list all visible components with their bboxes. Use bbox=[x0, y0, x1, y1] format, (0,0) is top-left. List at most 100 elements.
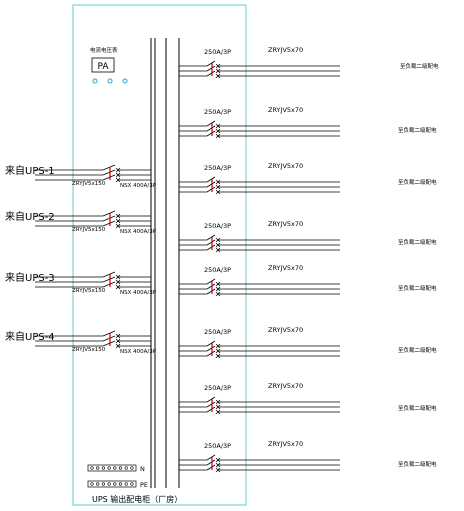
pe-busbar-strip bbox=[87, 480, 137, 488]
meter-lamp bbox=[122, 78, 128, 84]
output-cable-label: ZRYJV5x70 bbox=[268, 382, 303, 390]
meter-symbol: PA bbox=[97, 62, 109, 72]
output-feeder: 250A/3P ZRYJV5x70 至负载二级配电 bbox=[179, 382, 437, 415]
breaker-blade bbox=[206, 186, 216, 193]
terminal-dot bbox=[113, 466, 117, 470]
terminal-dot bbox=[124, 466, 128, 470]
pe-busbar-label: PE bbox=[140, 481, 148, 489]
input-feeder: 来自UPS-4 ZRYJV5x150 NSX 400A/3P bbox=[5, 330, 157, 355]
output-cable-label: ZRYJV5x70 bbox=[268, 46, 303, 54]
contact-mark bbox=[215, 467, 221, 473]
terminal-dot bbox=[118, 466, 123, 470]
contact-mark bbox=[115, 177, 121, 183]
contact-mark bbox=[115, 279, 121, 285]
output-feeder: 250A/3P ZRYJV5x70 至负载二级配电 bbox=[179, 326, 437, 359]
meter-box bbox=[91, 57, 115, 73]
input-cable-label: ZRYJV5x150 bbox=[72, 347, 106, 353]
input-cable-label: ZRYJV5x150 bbox=[72, 227, 106, 233]
breaker-blade bbox=[206, 288, 216, 295]
breaker-blade bbox=[206, 120, 216, 127]
contact-mark bbox=[215, 237, 221, 243]
contact-mark bbox=[215, 133, 221, 139]
contact-mark bbox=[215, 123, 221, 129]
breaker-blade bbox=[102, 169, 116, 176]
output-cable-label: ZRYJV5x70 bbox=[268, 326, 303, 334]
contact-mark bbox=[115, 213, 121, 219]
input-breaker-label: NSX 400A/3P bbox=[120, 290, 157, 296]
breaker-blade bbox=[206, 244, 216, 251]
terminal-dot bbox=[96, 482, 100, 486]
output-destination-label: 至负载二级配电 bbox=[398, 178, 437, 186]
contact-mark bbox=[215, 63, 221, 69]
output-feeder: 250A/3P ZRYJV5x70 至负载二级配电 bbox=[179, 264, 437, 297]
breaker-blade bbox=[206, 65, 216, 72]
contact-mark bbox=[215, 184, 221, 190]
breaker-blade bbox=[206, 130, 216, 137]
contact-mark bbox=[215, 399, 221, 405]
breaker-blade bbox=[206, 181, 216, 188]
contact-mark bbox=[115, 338, 121, 344]
breaker-blade bbox=[206, 350, 216, 357]
breaker-blade bbox=[206, 70, 216, 77]
contact-mark bbox=[115, 218, 121, 224]
breaker-blade bbox=[206, 340, 216, 347]
output-destination-label: 至负载二级配电 bbox=[398, 284, 437, 292]
contact-mark bbox=[115, 343, 121, 349]
output-breaker-label: 250A/3P bbox=[204, 164, 231, 172]
contact-mark bbox=[215, 457, 221, 463]
breaker-blade bbox=[206, 60, 216, 67]
breaker-blade bbox=[102, 174, 116, 181]
input-feeders: 来自UPS-1 ZRYJV5x150 NSX 400A/3P 来自UPS-2 Z… bbox=[5, 164, 157, 355]
output-breaker-label: 250A/3P bbox=[204, 384, 231, 392]
input-cable-label: ZRYJV5x150 bbox=[72, 181, 106, 187]
output-cable-label: ZRYJV5x70 bbox=[268, 106, 303, 114]
terminal-dot bbox=[124, 482, 128, 486]
input-breaker-label: NSX 400A/3P bbox=[120, 349, 157, 355]
breaker-blade bbox=[206, 283, 216, 290]
contact-mark bbox=[215, 343, 221, 349]
contact-mark bbox=[215, 462, 221, 468]
n-busbar-strip bbox=[87, 464, 137, 472]
breaker-blade bbox=[102, 220, 116, 227]
breaker-blade bbox=[102, 164, 116, 171]
terminal-dot bbox=[90, 466, 94, 470]
contact-mark bbox=[115, 284, 121, 290]
output-destination-label: 至负载二级配电 bbox=[398, 126, 437, 134]
breaker-blade bbox=[206, 401, 216, 408]
contact-mark bbox=[215, 404, 221, 410]
input-source-label: 来自UPS-4 bbox=[5, 330, 55, 343]
terminal-dot bbox=[107, 482, 111, 486]
breaker-blade bbox=[206, 234, 216, 241]
output-cable-label: ZRYJV5x70 bbox=[268, 220, 303, 228]
cabinet-outline bbox=[72, 4, 247, 506]
contact-mark bbox=[115, 333, 121, 339]
breaker-blade bbox=[206, 345, 216, 352]
contact-mark bbox=[115, 172, 121, 178]
contact-mark bbox=[115, 223, 121, 229]
output-breaker-label: 250A/3P bbox=[204, 442, 231, 450]
breaker-blade bbox=[206, 464, 216, 471]
input-source-label: 来自UPS-1 bbox=[5, 164, 55, 177]
contact-mark bbox=[215, 189, 221, 195]
meter-caption: 电流电压表 bbox=[90, 46, 118, 54]
output-feeder: 250A/3P ZRYJV5x70 至负载二级配电 bbox=[179, 220, 437, 253]
terminal-dot bbox=[101, 482, 105, 486]
n-busbar: N bbox=[87, 464, 145, 473]
meter-lamp bbox=[92, 78, 98, 84]
breaker-blade bbox=[102, 340, 116, 347]
contact-mark bbox=[215, 179, 221, 185]
n-busbar-label: N bbox=[140, 465, 145, 473]
input-breaker-label: NSX 400A/3P bbox=[120, 229, 157, 235]
input-breaker-label: NSX 400A/3P bbox=[120, 183, 157, 189]
output-feeder: 250A/3P ZRYJV5x70 至负载二级配电 bbox=[179, 46, 439, 79]
terminal-dot bbox=[130, 482, 134, 486]
output-feeders: 250A/3P ZRYJV5x70 至负载二级配电 250A/3P ZRYJV5… bbox=[179, 46, 439, 473]
breaker-blade bbox=[206, 239, 216, 246]
breaker-blade bbox=[206, 176, 216, 183]
contact-mark bbox=[215, 281, 221, 287]
breaker-blade bbox=[102, 210, 116, 217]
terminal-dot bbox=[130, 466, 134, 470]
contact-mark bbox=[215, 128, 221, 134]
contact-mark bbox=[215, 73, 221, 79]
